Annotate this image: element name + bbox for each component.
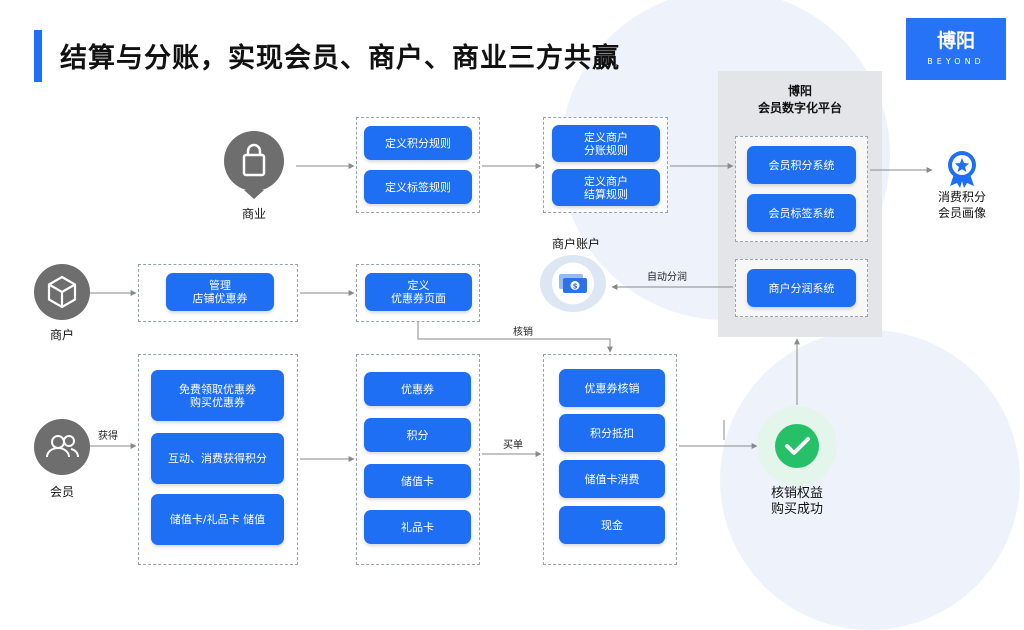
commerce-pin-tail [244,190,264,199]
pay-points-deduct-button[interactable]: 积分抵扣 [559,414,665,452]
define-tag-rule-button[interactable]: 定义标签规则 [364,170,472,204]
edge-label-verify: 核销 [513,327,533,338]
checkmark-icon [775,424,819,468]
asset-stored-card-button[interactable]: 储值卡 [364,464,471,498]
commerce-label: 商业 [241,207,266,221]
points-system-button[interactable]: 会员积分系统 [747,146,856,184]
medal-icon [948,151,976,188]
brand-logo: 博阳 BEYOND [906,18,1006,80]
merchant-account-circle: $ [540,255,606,312]
logo-subtext: BEYOND [927,57,985,66]
define-coupon-page-button[interactable]: 定义 优惠券页面 [365,273,472,311]
shopping-bag-icon [242,143,266,177]
pay-cash-button[interactable]: 现金 [559,506,665,544]
asset-gift-card-button[interactable]: 礼品卡 [364,510,471,544]
pay-stored-card-button[interactable]: 储值卡消费 [559,460,665,498]
platform-title: 博阳 会员数字化平台 [757,84,842,115]
obtain-points-button[interactable]: 互动、消费获得积分 [151,433,284,484]
manage-coupon-button[interactable]: 管理 店铺优惠券 [166,273,274,311]
define-settle-rule-button[interactable]: 定义商户 结算规则 [552,169,660,206]
money-icon: $ [552,262,594,305]
member-label: 会员 [49,485,74,499]
asset-points-button[interactable]: 积分 [364,418,471,452]
edge-label-auto-split: 自动分润 [647,272,687,283]
merchant-label: 商户 [49,328,74,342]
flow-connectors [88,163,933,462]
merchant-account-label: 商户账户 [551,237,600,251]
define-points-rule-button[interactable]: 定义积分规则 [364,126,472,160]
cube-icon [47,275,77,309]
define-split-rule-button[interactable]: 定义商户 分账规则 [552,125,660,162]
svg-text:$: $ [573,283,578,291]
logo-text: 博阳 [936,30,975,52]
success-label: 核销权益 购买成功 [770,486,823,517]
edge-label-buy: 买单 [503,440,523,451]
portrait-label: 消费积分 会员画像 [937,190,986,220]
page-title: 结算与分账，实现会员、商户、商业三方共赢 [60,43,620,74]
merchant-icon-circle [34,264,90,320]
success-circle [757,406,837,486]
split-system-button[interactable]: 商户分润系统 [747,269,856,307]
tag-system-button[interactable]: 会员标签系统 [747,194,856,232]
pay-coupon-verify-button[interactable]: 优惠券核销 [559,369,665,407]
commerce-icon-circle [224,131,284,191]
people-icon [46,435,79,458]
title-accent-bar [34,30,42,82]
member-icon-circle [34,419,90,475]
asset-coupon-button[interactable]: 优惠券 [364,372,471,406]
edge-label-obtain: 获得 [98,431,118,442]
stored-value-button[interactable]: 储值卡/礼品卡 储值 [151,494,284,545]
arrow-define-to-payments [417,322,613,353]
obtain-coupon-button[interactable]: 免费领取优惠券 购买优惠券 [151,370,284,421]
